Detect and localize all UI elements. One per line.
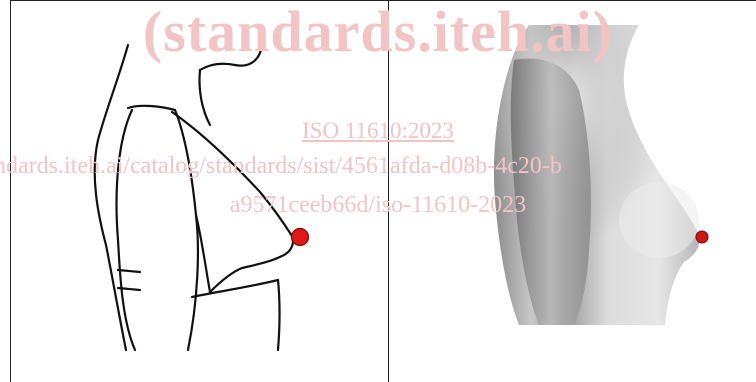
nipple-marker-scan [696, 231, 708, 243]
watermark-hash: a9571ceeb66d/iso-11610-2023 [0, 192, 756, 219]
watermark-url: ndards.iteh.ai/catalog/standards/sist/45… [0, 153, 756, 180]
nipple-marker [292, 229, 309, 246]
watermark-standard-link[interactable]: ISO 11610:2023 [0, 118, 756, 144]
watermark-title: (standards.iteh.ai) [0, 0, 756, 65]
